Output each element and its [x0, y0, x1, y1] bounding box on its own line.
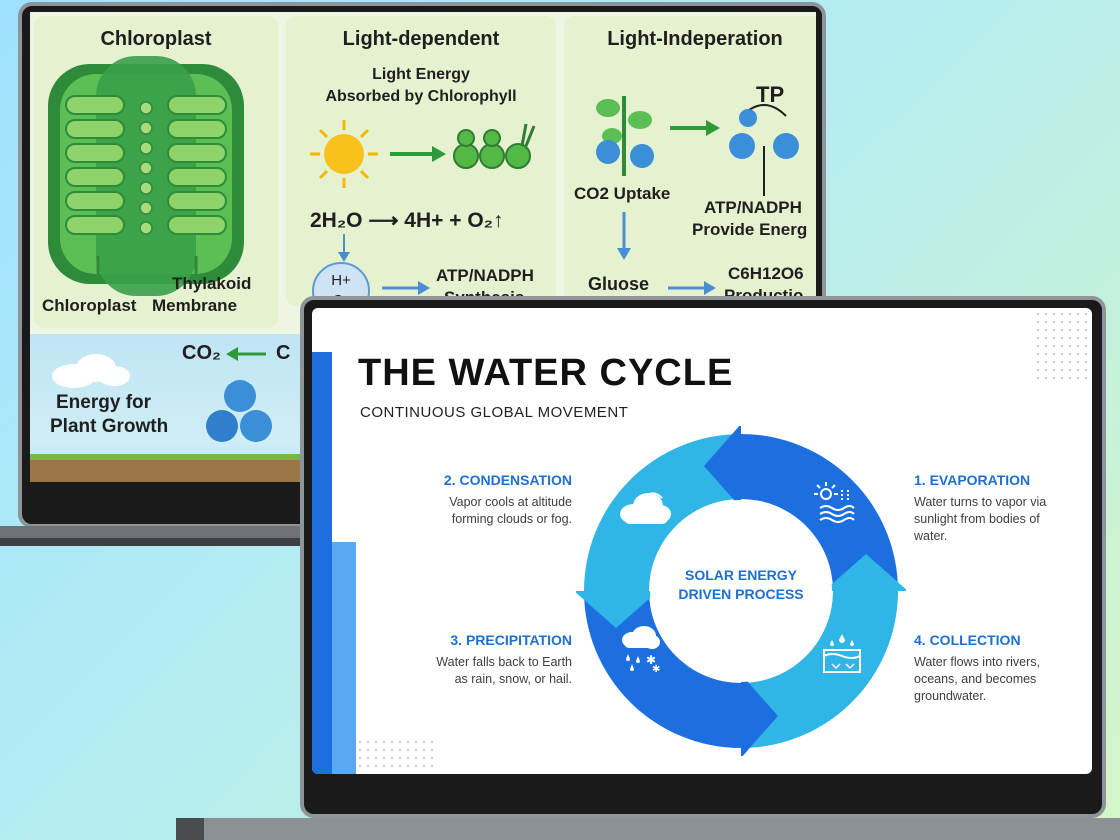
sun-waves-icon: [814, 482, 855, 523]
ring-segment-collection: [741, 591, 898, 748]
stage-evaporation-line3: water.: [914, 529, 948, 543]
stage-precipitation-line2: as rain, snow, or hail.: [454, 672, 572, 686]
ring-segment-precipitation: [584, 591, 741, 748]
center-label-line2: DRIVEN PROCESS: [678, 586, 804, 602]
rain-snow-icon: ✱ ✱: [622, 626, 660, 672]
left-accent-bar-light: [332, 542, 356, 774]
stage-precipitation-line1: Water falls back to Earth: [436, 655, 572, 669]
stage-collection-line1: Water flows into rivers,: [914, 655, 1040, 669]
stage-evaporation-line1: Water turns to vapor via: [914, 495, 1047, 509]
right-arrow-icon: [668, 281, 716, 295]
water-cycle-laptop-base-shadow: [176, 818, 204, 840]
cloud-icon: [620, 492, 671, 524]
ring-segment-evaporation: [741, 434, 898, 591]
ion-h-label: H+: [331, 272, 351, 289]
down-arrow-icon: [617, 212, 631, 260]
page-title: THE WATER CYCLE: [358, 352, 734, 394]
water-cycle-ring: [576, 426, 906, 756]
tp-label: TP: [756, 82, 785, 107]
left-accent-bar: [312, 352, 332, 774]
thylakoid-label: Thylakoid: [172, 274, 252, 293]
membrane-label: Membrane: [152, 296, 238, 315]
chloroplast-label: Chloroplast: [42, 296, 137, 315]
absorbed-heading: Absorbed by Chlorophyll: [325, 88, 517, 105]
stage-condensation-line1: Vapor cools at altitude: [449, 495, 572, 509]
cycle-molecule-icon: [729, 104, 799, 196]
dot-pattern-decoration: [1036, 312, 1092, 382]
co2-uptake-plant-illustration: [596, 96, 799, 196]
sun-to-chlorophyll-illustration: [310, 120, 536, 188]
chloroplast-illustration: [48, 56, 244, 296]
light-energy-heading: Light Energy: [372, 66, 470, 83]
co2-label: CO₂: [182, 342, 221, 364]
production-line1: C6H12O6: [728, 264, 804, 283]
stage-collection-heading: 4. COLLECTION: [914, 632, 1021, 648]
atp-energy-line2: Provide Energ: [692, 220, 808, 239]
light-independent-panel: Light-Indeperation: [564, 16, 816, 306]
light-dependent-panel-title: Light-dependent: [342, 28, 500, 50]
ring-arrowhead-bottom: [741, 674, 778, 756]
chloroplast-panel: Chloroplast: [34, 16, 278, 328]
stage-collection-line2: oceans, and becomes: [914, 672, 1037, 686]
co2-uptake-label: CO2 Uptake: [574, 184, 671, 203]
stage-evaporation-line2: sunlight from bodies of: [914, 512, 1040, 526]
photosynthesis-laptop-base-edge: [0, 538, 320, 546]
page-subtitle: CONTINUOUS GLOBAL MOVEMENT: [360, 404, 629, 421]
growth-line2: Plant Growth: [50, 416, 169, 437]
ring-arrowhead-right: [824, 554, 906, 591]
left-arrow-icon: [226, 347, 266, 361]
light-dependent-panel: Light-dependent Light Energy Absorbed by…: [286, 16, 556, 320]
water-split-equation: 2H₂O ⟶ 4H+ + O₂↑: [310, 209, 504, 232]
chloroplast-panel-title: Chloroplast: [100, 28, 212, 50]
atp-energy-line1: ATP/NADPH: [704, 198, 802, 217]
stage-condensation-line2: forming clouds or fog.: [451, 512, 572, 526]
stage-evaporation-heading: 1. EVAPORATION: [914, 472, 1031, 488]
glucose-label: Gluose: [588, 274, 650, 294]
svg-text:✱: ✱: [652, 664, 660, 672]
ring-arrowhead-top: [704, 426, 741, 508]
water-collection-icon: [823, 634, 861, 673]
sun-icon: [310, 120, 378, 188]
water-cycle-laptop-base: [176, 818, 1120, 840]
stage-collection-line3: groundwater.: [914, 689, 987, 703]
right-arrow-icon: [382, 281, 430, 295]
stage-precipitation-heading: 3. PRECIPITATION: [450, 632, 572, 648]
svg-text:✱: ✱: [646, 653, 656, 667]
down-arrow-icon: [338, 234, 350, 262]
synthesis-line1: ATP/NADPH: [436, 266, 534, 285]
light-independent-panel-title: Light-Indeperation: [607, 28, 783, 50]
growth-line1: Energy for: [56, 392, 152, 413]
plant-icon: [596, 96, 654, 176]
water-cycle-screen: THE WATER CYCLE CONTINUOUS GLOBAL MOVEME…: [312, 308, 1092, 774]
co2-label-partial: C: [276, 342, 291, 364]
dot-pattern-decoration: [358, 740, 438, 770]
stage-condensation-heading: 2. CONDENSATION: [443, 472, 572, 488]
cloud-icon: [52, 354, 130, 388]
center-label-line1: SOLAR ENERGY: [684, 567, 797, 583]
glucose-molecules-illustration: [206, 380, 272, 442]
ring-arrowhead-left: [576, 591, 658, 628]
